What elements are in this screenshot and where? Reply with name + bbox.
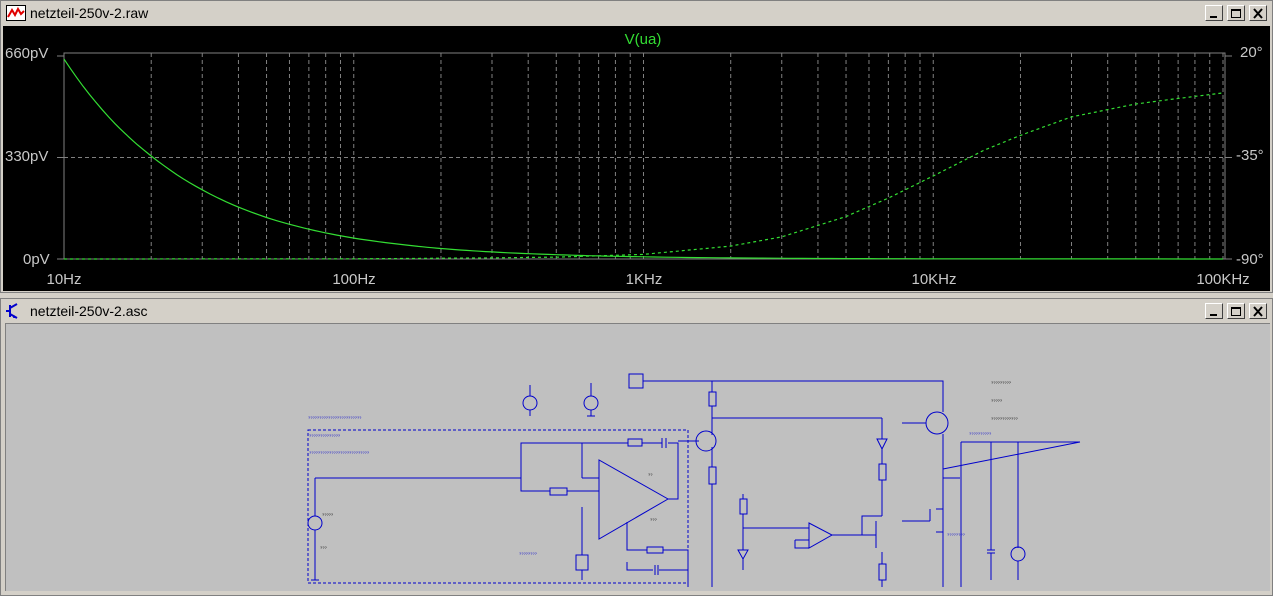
resistor[interactable] — [739, 498, 748, 515]
mosfet-q2[interactable] — [902, 406, 949, 587]
schematic-canvas[interactable]: ???????????????????????? ?????????????? … — [5, 323, 1270, 591]
schematic-dashed-box — [307, 429, 689, 584]
wire — [902, 441, 1081, 587]
resistor[interactable] — [708, 391, 717, 407]
close-icon — [1253, 8, 1263, 19]
schematic-window-title: netzteil-250v-2.asc — [30, 303, 148, 319]
transistor-icon — [6, 303, 18, 319]
schematic-label: ??????????????????????????? — [309, 450, 370, 455]
mosfet-q1[interactable] — [678, 422, 717, 467]
wire — [315, 442, 583, 492]
opamp-main[interactable] — [549, 438, 689, 587]
wire — [961, 441, 1080, 580]
left-axis-tick: 330pV — [5, 148, 48, 165]
voltage-source-top-2[interactable] — [583, 383, 599, 417]
plot-canvas[interactable]: V(ua) 660pV 330pV 0pV 20° -35° -90° 10Hz… — [3, 26, 1270, 291]
maximize-icon — [1231, 307, 1241, 316]
minimize-button[interactable] — [1205, 5, 1223, 21]
plot-window-titlebar[interactable]: netzteil-250v-2.raw — [2, 2, 1271, 24]
voltage-source-left[interactable] — [307, 478, 323, 581]
resistor[interactable] — [708, 466, 717, 485]
opamp-small[interactable] — [794, 522, 876, 549]
plot-window: netzteil-250v-2.raw V(ua) 660pV 330pV 0p… — [0, 0, 1273, 293]
schematic-label: ???????? — [947, 532, 966, 537]
left-axis-tick: 0pV — [23, 251, 50, 268]
maximize-button[interactable] — [1227, 5, 1245, 21]
current-source-load[interactable] — [1010, 546, 1026, 562]
x-axis-tick: 10Hz — [46, 271, 81, 288]
close-icon — [1253, 306, 1263, 317]
right-axis-tick: -90° — [1236, 251, 1264, 268]
trace-label[interactable]: V(ua) — [625, 31, 662, 48]
plot-frame — [63, 52, 1226, 260]
traces[interactable] — [63, 58, 1224, 260]
schematic-label: ????????? — [991, 380, 1012, 385]
minimize-icon — [1210, 16, 1217, 18]
close-button[interactable] — [1249, 5, 1267, 21]
wire — [711, 484, 744, 587]
x-axis-tick: 100KHz — [1196, 271, 1249, 288]
schematic-label: ???????????????????????? — [308, 415, 362, 420]
schematic-label: ????? — [991, 398, 1003, 403]
schematic-window: netzteil-250v-2.asc — [0, 298, 1273, 596]
wire — [628, 373, 944, 422]
left-axis-tick: 660pV — [5, 45, 48, 62]
schematic-drawing[interactable]: ???????????????????????? ?????????????? … — [6, 324, 1269, 590]
plot-area[interactable]: V(ua) 660pV 330pV 0pV 20° -35° -90° 10Hz… — [3, 26, 1270, 291]
resistor[interactable] — [878, 463, 887, 481]
x-axis-tick: 10KHz — [911, 271, 956, 288]
diode[interactable] — [876, 438, 888, 451]
resistor[interactable] — [878, 563, 887, 581]
minimize-button[interactable] — [1205, 303, 1223, 319]
schematic-label: ?????????? — [969, 431, 992, 436]
maximize-button[interactable] — [1227, 303, 1245, 319]
right-axis-tick: -35° — [1236, 147, 1264, 164]
schematic-label: ???????? — [519, 551, 538, 556]
wire — [861, 418, 883, 587]
maximize-icon — [1231, 9, 1241, 18]
waveform-icon — [6, 5, 26, 21]
schematic-label: ?? — [648, 472, 653, 477]
right-axis-tick: 20° — [1240, 44, 1263, 61]
trace-magnitude-line[interactable] — [63, 58, 1223, 260]
schematic-label: ????? — [322, 512, 334, 517]
schematic-label: ?????????????? — [309, 433, 341, 438]
diode[interactable] — [737, 549, 749, 561]
schematic-window-titlebar[interactable]: netzteil-250v-2.asc — [2, 300, 1271, 322]
schematic-label: ??? — [650, 517, 657, 522]
x-axis-tick: 1KHz — [626, 271, 663, 288]
schematic-label: ??? — [320, 545, 327, 550]
schematic-label: ???????????? — [991, 416, 1018, 421]
plot-window-title: netzteil-250v-2.raw — [30, 5, 149, 21]
x-axis-tick: 100Hz — [332, 271, 375, 288]
close-button[interactable] — [1249, 303, 1267, 319]
minimize-icon — [1210, 314, 1217, 316]
voltage-source-top-1[interactable] — [522, 385, 538, 416]
grid — [57, 53, 1232, 260]
